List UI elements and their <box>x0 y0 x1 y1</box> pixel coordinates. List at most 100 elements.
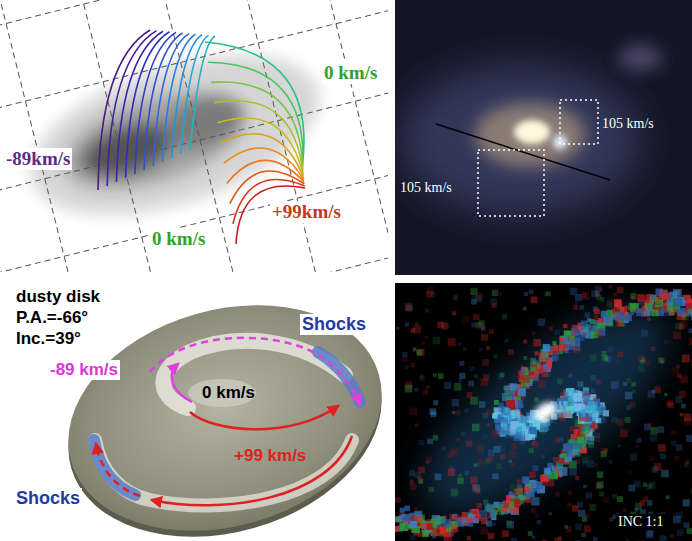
image-pixel <box>677 529 684 536</box>
image-pixel <box>646 531 654 539</box>
image-pixel <box>630 453 637 460</box>
image-pixel <box>418 467 425 474</box>
image-pixel <box>648 304 655 311</box>
image-pixel <box>638 365 645 372</box>
image-pixel <box>470 288 477 295</box>
image-pixel <box>517 479 522 484</box>
image-pixel <box>612 494 617 499</box>
image-pixel <box>529 471 536 478</box>
image-pixel <box>492 290 498 296</box>
image-pixel <box>584 525 591 532</box>
disk-parameter: P.A.=-66° <box>14 308 90 328</box>
image-pixel <box>594 395 598 399</box>
contour-line <box>135 32 176 174</box>
image-pixel <box>555 492 559 496</box>
velocity-label: +99 km/s <box>232 446 308 466</box>
grid-line <box>0 0 98 272</box>
shock-label: Shocks <box>14 488 82 509</box>
image-pixel <box>543 344 550 351</box>
image-pixel <box>429 408 436 415</box>
companion-galaxy <box>618 45 662 71</box>
contour-line <box>181 35 209 154</box>
image-pixel <box>532 332 535 335</box>
image-pixel <box>559 437 563 441</box>
image-pixel <box>444 382 451 389</box>
grid-line <box>0 77 388 203</box>
ratio-image-panel <box>395 283 692 541</box>
image-pixel <box>600 288 603 291</box>
image-pixel <box>533 339 541 347</box>
grid-line <box>0 0 388 48</box>
image-pixel <box>541 352 547 358</box>
colour-image-panel <box>395 0 692 275</box>
contour-line <box>224 148 304 180</box>
image-pixel <box>522 476 530 484</box>
image-pixel <box>580 427 585 432</box>
image-pixel <box>534 397 539 402</box>
image-pixel <box>414 423 418 427</box>
image-pixel <box>577 502 583 508</box>
image-pixel <box>557 405 562 410</box>
image-pixel <box>458 343 461 346</box>
image-pixel <box>581 413 585 417</box>
image-pixel <box>634 481 641 488</box>
flow-arrow <box>152 436 352 505</box>
image-pixel <box>549 326 553 330</box>
image-pixel <box>519 488 523 492</box>
image-pixel <box>559 344 567 352</box>
image-pixel <box>454 383 462 391</box>
image-pixel <box>500 454 506 460</box>
image-pixel <box>465 471 469 475</box>
image-pixel <box>504 431 511 438</box>
image-pixel <box>670 534 674 538</box>
image-pixel <box>558 405 563 410</box>
image-pixel <box>510 462 514 466</box>
image-pixel <box>671 441 676 446</box>
image-pixel <box>441 322 448 329</box>
image-pixel <box>517 427 522 432</box>
image-pixel <box>417 349 424 356</box>
image-pixel <box>414 507 418 511</box>
image-pixel <box>557 379 563 385</box>
image-pixel <box>686 303 692 309</box>
aperture-box <box>560 100 598 144</box>
image-pixel <box>464 513 468 517</box>
image-pixel <box>489 329 494 334</box>
image-pixel <box>430 292 435 297</box>
contour-line <box>214 101 303 174</box>
image-pixel <box>534 351 538 355</box>
image-pixel <box>589 504 596 511</box>
image-pixel <box>594 437 600 443</box>
image-pixel <box>549 512 552 515</box>
image-pixel <box>467 392 473 398</box>
image-pixel <box>652 309 659 316</box>
image-pixel <box>479 348 482 351</box>
image-pixel <box>619 320 626 327</box>
coordinate-grid <box>0 0 388 272</box>
image-pixel <box>569 336 575 342</box>
image-pixel <box>409 470 415 476</box>
image-pixel <box>503 502 509 508</box>
image-pixel <box>680 413 684 417</box>
aperture-label: 105 km/s <box>398 180 454 196</box>
image-pixel <box>424 336 428 340</box>
image-pixel <box>626 405 631 410</box>
flow-arrow <box>96 444 140 496</box>
image-pixel <box>488 450 495 457</box>
image-pixel <box>632 296 635 299</box>
image-pixel <box>483 435 487 439</box>
image-pixel <box>400 513 403 516</box>
image-pixel <box>632 382 636 386</box>
image-pixel <box>582 461 586 465</box>
image-pixel <box>560 416 566 422</box>
image-pixel <box>626 539 629 541</box>
image-pixel <box>426 461 429 464</box>
image-pixel <box>522 415 528 421</box>
image-pixel <box>529 480 537 488</box>
image-pixel <box>499 445 505 451</box>
image-pixel <box>608 347 614 353</box>
image-pixel <box>538 318 546 326</box>
image-pixel <box>569 336 574 341</box>
image-pixel <box>650 434 658 442</box>
image-pixel <box>505 339 509 343</box>
